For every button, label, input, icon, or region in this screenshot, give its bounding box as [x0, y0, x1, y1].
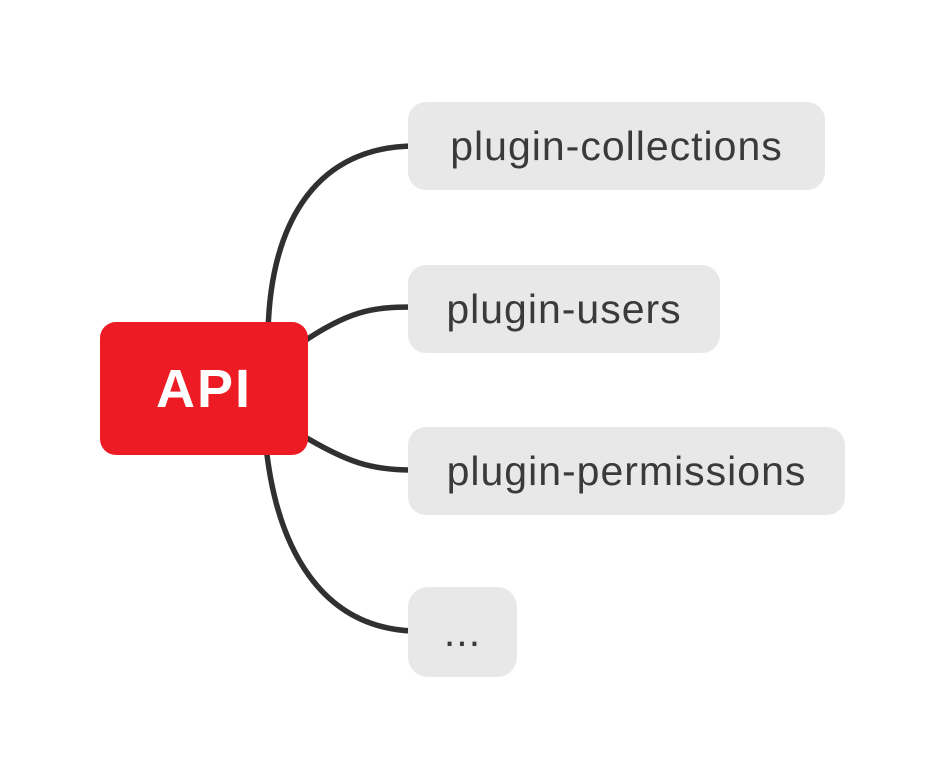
node-label: plugin-collections — [450, 122, 783, 169]
root-node-api[interactable]: API — [100, 322, 308, 455]
node-label: plugin-permissions — [446, 447, 807, 494]
node-plugin-collections[interactable]: plugin-collections — [408, 102, 825, 190]
node-label: ... — [443, 608, 482, 655]
node-plugin-permissions[interactable]: plugin-permissions — [408, 427, 845, 515]
root-node-label: API — [155, 358, 253, 419]
connector-api-to-more — [263, 443, 415, 634]
node-more[interactable]: ... — [408, 587, 517, 677]
connector-api-to-plugin-users — [297, 304, 415, 347]
node-label: plugin-users — [446, 285, 682, 332]
connector-api-to-plugin-collections — [265, 143, 415, 343]
node-plugin-users[interactable]: plugin-users — [408, 265, 720, 353]
connector-api-to-plugin-permissions — [297, 431, 415, 473]
